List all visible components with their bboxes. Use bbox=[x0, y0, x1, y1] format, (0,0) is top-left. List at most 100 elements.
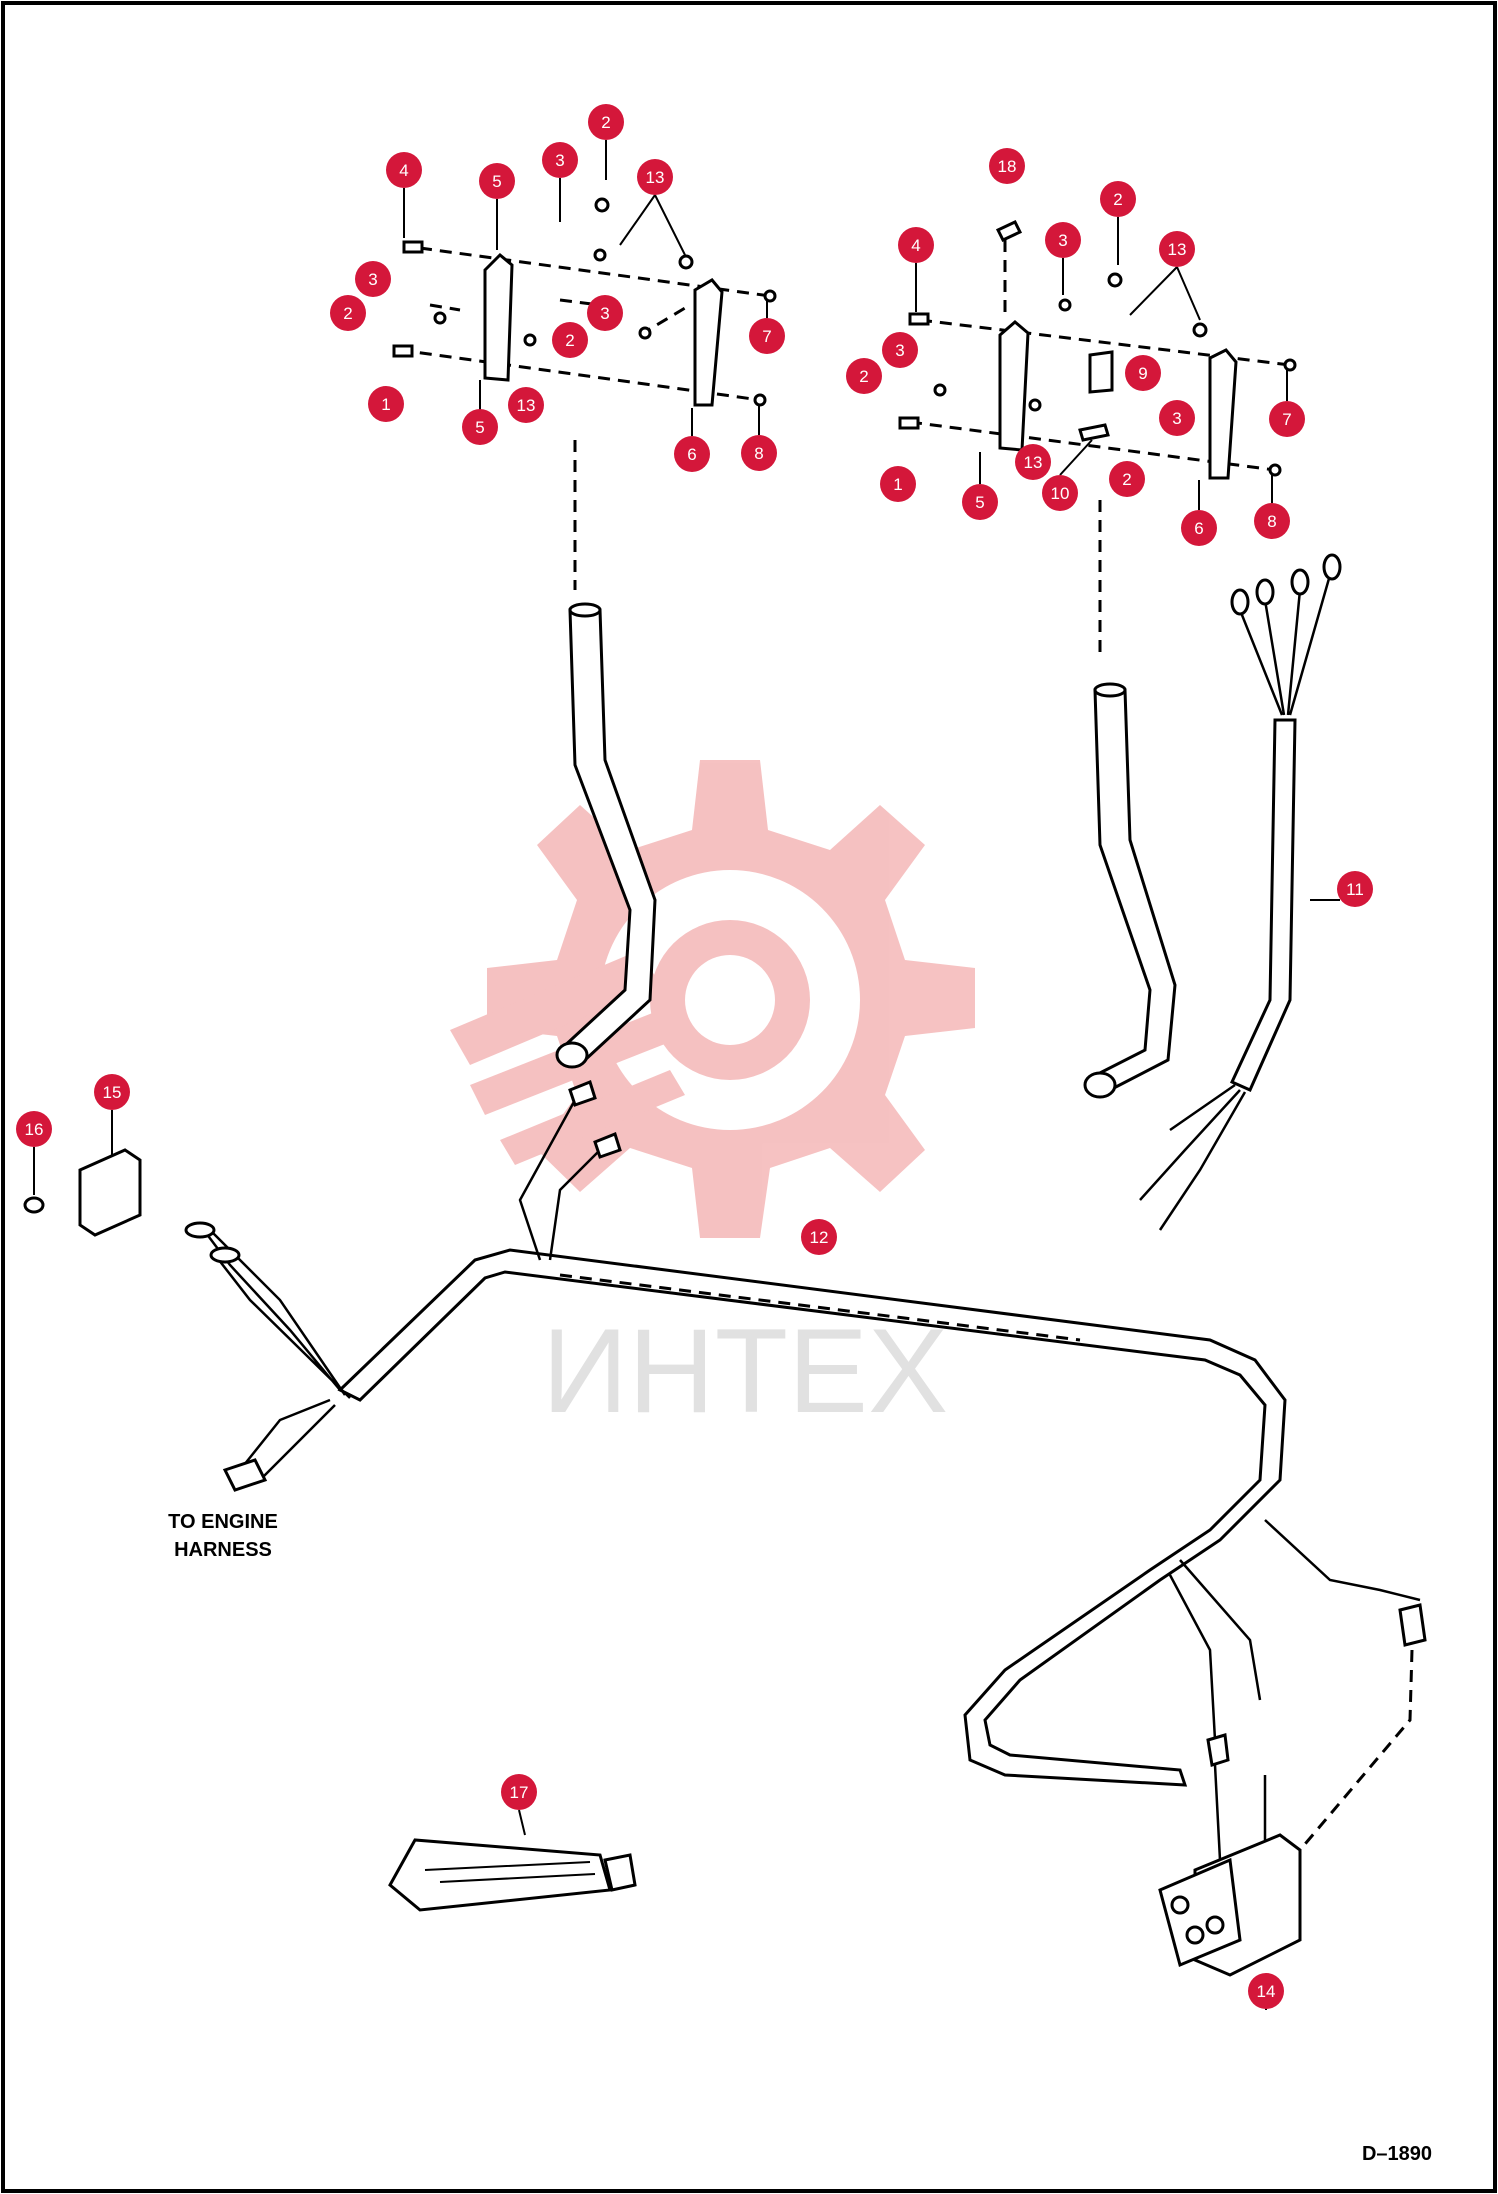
callout-c-3-r-mid: 3 bbox=[882, 332, 918, 368]
callout-number: 7 bbox=[1282, 410, 1291, 429]
control-valve-14 bbox=[1158, 1764, 1302, 2010]
callout-marker bbox=[1269, 401, 1305, 437]
sealant-tube-17 bbox=[388, 1809, 637, 1912]
callout-marker bbox=[1181, 510, 1217, 546]
callout-c-7-r: 7 bbox=[1269, 401, 1305, 437]
callout-c-13-r-bottom: 13 bbox=[1015, 444, 1051, 480]
callout-c-2-l-mid: 2 bbox=[330, 295, 366, 331]
callout-c-13-l-bottom: 13 bbox=[508, 387, 544, 423]
callout-marker bbox=[880, 466, 916, 502]
callout-marker bbox=[1248, 1973, 1284, 2009]
drawing-number: D–1890 bbox=[1362, 2143, 1432, 2165]
left-bolts bbox=[392, 197, 777, 407]
callout-number: 3 bbox=[600, 304, 609, 323]
callout-number: 13 bbox=[517, 396, 536, 415]
callout-c-5-l-top: 5 bbox=[479, 163, 515, 199]
right-lever-plate bbox=[998, 320, 1030, 452]
callout-number: 13 bbox=[1024, 453, 1043, 472]
callout-c-1-r: 1 bbox=[880, 466, 916, 502]
callout-number: 4 bbox=[399, 161, 408, 180]
callout-c-17: 17 bbox=[501, 1774, 537, 1810]
callout-c-3-l-mid: 3 bbox=[355, 261, 391, 297]
callout-marker bbox=[355, 261, 391, 297]
callout-c-3-r-top: 3 bbox=[1045, 222, 1081, 258]
callout-number: 10 bbox=[1051, 484, 1070, 503]
switch-15 bbox=[78, 1110, 142, 1237]
callout-c-12: 12 bbox=[801, 1219, 837, 1255]
callout-marker bbox=[368, 386, 404, 422]
callout-c-13-r-top: 13 bbox=[1159, 231, 1195, 267]
callout-c-9: 9 bbox=[1125, 355, 1161, 391]
right-handle-tube bbox=[1083, 682, 1177, 1099]
callout-marker bbox=[882, 332, 918, 368]
callout-c-11: 11 bbox=[1337, 871, 1373, 907]
callout-marker bbox=[479, 163, 515, 199]
callout-number: 5 bbox=[975, 493, 984, 512]
callout-number: 9 bbox=[1138, 364, 1147, 383]
callout-marker bbox=[637, 159, 673, 195]
callout-c-2-r-mid: 2 bbox=[846, 358, 882, 394]
callout-c-5-r: 5 bbox=[962, 484, 998, 520]
callout-c-8-l: 8 bbox=[741, 435, 777, 471]
left-dash-a bbox=[429, 303, 461, 312]
callout-c-10: 10 bbox=[1042, 475, 1078, 511]
callout-number: 2 bbox=[859, 367, 868, 386]
callout-number: 13 bbox=[646, 168, 665, 187]
callout-number: 2 bbox=[343, 304, 352, 323]
main-harness-12 bbox=[184, 1080, 1427, 1851]
callout-number: 7 bbox=[762, 327, 771, 346]
callout-marker bbox=[1159, 400, 1195, 436]
callout-number: 1 bbox=[893, 475, 902, 494]
callout-c-18: 18 bbox=[989, 148, 1025, 184]
callout-marker bbox=[846, 358, 882, 394]
callout-marker bbox=[501, 1774, 537, 1810]
callout-c-2-l-top: 2 bbox=[588, 104, 624, 140]
callout-number: 16 bbox=[25, 1120, 44, 1139]
callout-marker bbox=[989, 148, 1025, 184]
cap-part bbox=[995, 220, 1023, 242]
callout-c-3-l-center: 3 bbox=[587, 295, 623, 331]
engine-harness-label-line2: HARNESS bbox=[174, 1539, 272, 1561]
callout-number: 3 bbox=[1172, 409, 1181, 428]
callout-number: 5 bbox=[475, 418, 484, 437]
harness-dash bbox=[559, 1273, 1081, 1342]
callout-number: 5 bbox=[492, 172, 501, 191]
callout-marker bbox=[552, 322, 588, 358]
callout-c-7-l: 7 bbox=[749, 318, 785, 354]
callout-marker bbox=[1045, 222, 1081, 258]
callout-marker bbox=[94, 1074, 130, 1110]
callout-number: 15 bbox=[103, 1083, 122, 1102]
callout-number: 18 bbox=[998, 157, 1017, 176]
callout-c-3-l-top: 3 bbox=[542, 142, 578, 178]
callout-c-6-r: 6 bbox=[1181, 510, 1217, 546]
callout-number: 13 bbox=[1168, 240, 1187, 259]
left-dash-b bbox=[559, 298, 601, 307]
callout-marker bbox=[1042, 475, 1078, 511]
watermark-text: ИНТЕХ bbox=[542, 1304, 948, 1438]
callout-c-14: 14 bbox=[1248, 1973, 1284, 2009]
callout-marker bbox=[962, 484, 998, 520]
callout-marker bbox=[542, 142, 578, 178]
callout-c-1-l: 1 bbox=[368, 386, 404, 422]
callout-marker bbox=[1109, 461, 1145, 497]
callout-marker bbox=[16, 1111, 52, 1147]
callout-c-2-l-center: 2 bbox=[552, 322, 588, 358]
callout-number: 4 bbox=[911, 236, 920, 255]
callout-marker bbox=[674, 436, 710, 472]
callout-number: 3 bbox=[555, 151, 564, 170]
callout-number: 2 bbox=[565, 331, 574, 350]
left-handle-tube bbox=[555, 602, 657, 1069]
callout-c-16: 16 bbox=[16, 1111, 52, 1147]
callout-marker bbox=[1125, 355, 1161, 391]
callout-marker bbox=[749, 318, 785, 354]
callout-marker bbox=[386, 152, 422, 188]
callout-marker bbox=[1159, 231, 1195, 267]
callout-marker bbox=[588, 104, 624, 140]
callout-number: 2 bbox=[601, 113, 610, 132]
callout-marker bbox=[1254, 503, 1290, 539]
callout-number: 12 bbox=[810, 1228, 829, 1247]
callout-marker bbox=[1100, 181, 1136, 217]
callout-number: 8 bbox=[754, 444, 763, 463]
